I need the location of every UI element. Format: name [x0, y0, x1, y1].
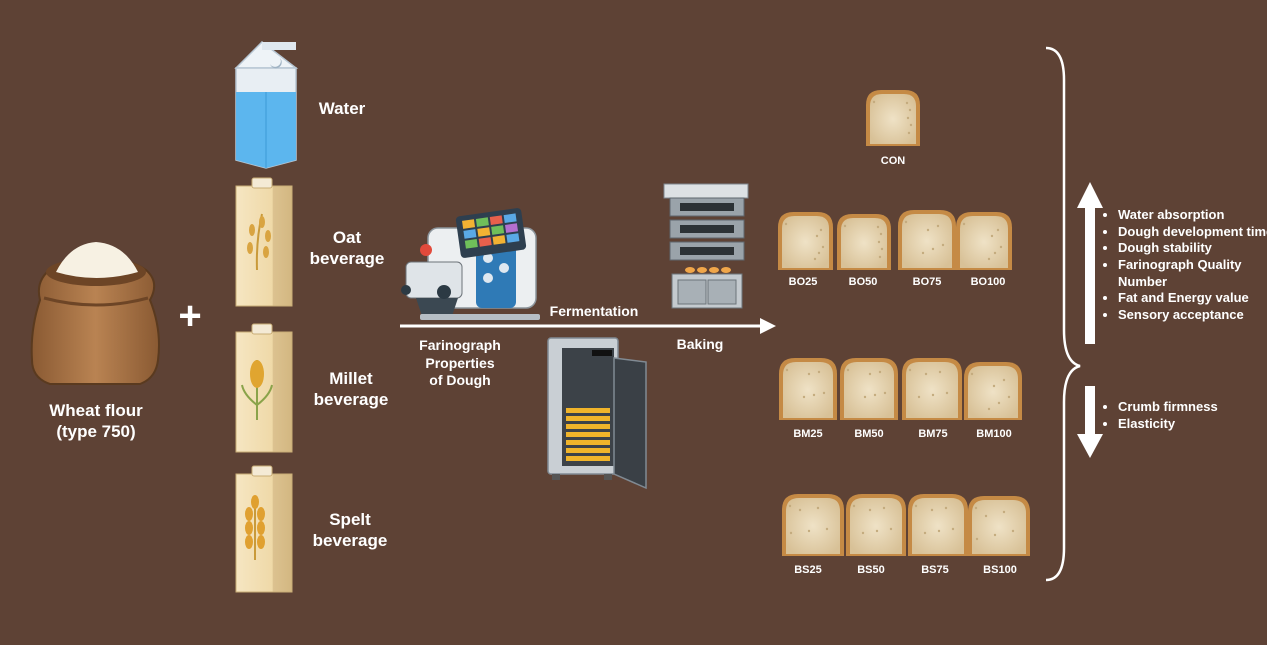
- oat-beverage-label: Oat beverage: [309, 228, 385, 269]
- bread-loaf-icon: [866, 90, 920, 146]
- bread-loaf-icon: [968, 496, 1030, 556]
- sample-label: BS50: [857, 564, 885, 576]
- farinograph-machine-icon: [401, 208, 540, 320]
- water-label: Water: [318, 99, 366, 118]
- sample-label: BM50: [854, 428, 884, 440]
- process-arrow: [400, 318, 776, 334]
- outcome-item: Sensory acceptance: [1118, 307, 1267, 324]
- bread-loaf-icon: [908, 494, 968, 556]
- bread-group-millet: [779, 358, 1022, 420]
- bread-loaf-icon: [840, 358, 898, 420]
- sample-label: BM75: [918, 428, 948, 440]
- baking-label: Baking: [676, 336, 724, 352]
- bread-loaf-icon: [778, 212, 833, 270]
- proofing-cabinet-icon: [547, 337, 647, 490]
- bread-loaf-icon: [964, 362, 1022, 420]
- sample-label: BM100: [976, 428, 1012, 440]
- sample-label: BO25: [788, 276, 818, 288]
- bread-loaf-icon: [898, 210, 956, 270]
- sample-label: BO50: [848, 276, 878, 288]
- bread-loaf-con: [866, 90, 920, 146]
- bread-loaf-icon: [902, 358, 962, 420]
- sample-label: BO100: [970, 276, 1006, 288]
- sample-label: BO75: [912, 276, 942, 288]
- bread-loaf-icon: [956, 212, 1012, 270]
- bread-loaf-icon: [837, 214, 891, 270]
- sample-label: BS75: [921, 564, 949, 576]
- decrease-outcomes-list: Crumb firmness Elasticity: [1100, 399, 1267, 432]
- water-carton-icon: [234, 41, 299, 169]
- outcome-item: Crumb firmness: [1118, 399, 1267, 416]
- fermentation-label: Fermentation: [549, 303, 639, 319]
- spelt-carton-icon: [235, 465, 293, 593]
- outcomes-brace: [1045, 46, 1081, 582]
- bread-loaf-icon: [782, 494, 844, 556]
- increase-arrow: [1077, 182, 1103, 344]
- oat-carton-icon: [235, 177, 293, 307]
- decrease-arrow: [1077, 386, 1103, 458]
- spelt-beverage-label: Spelt beverage: [312, 510, 388, 551]
- outcome-item: Water absorption: [1118, 207, 1267, 224]
- bread-group-spelt: [782, 494, 1030, 556]
- plus-sign: +: [178, 294, 202, 338]
- millet-beverage-label: Millet beverage: [313, 369, 389, 410]
- farinograph-label: Farinograph Properties of Dough: [419, 337, 501, 388]
- sample-label: BM25: [793, 428, 823, 440]
- increase-outcomes-list: Water absorption Dough development time …: [1100, 207, 1267, 323]
- sample-label: BS100: [983, 564, 1017, 576]
- outcome-item: Fat and Energy value: [1118, 290, 1267, 307]
- millet-carton-icon: [235, 323, 293, 453]
- bread-loaf-icon: [846, 494, 906, 556]
- bread-group-oat: [778, 210, 1012, 270]
- wheat-flour-label: Wheat flour (type 750): [49, 401, 143, 442]
- sample-label-con: CON: [880, 155, 906, 167]
- bakery-oven-icon: [663, 183, 749, 309]
- outcome-item: Elasticity: [1118, 416, 1267, 433]
- sample-label: BS25: [794, 564, 822, 576]
- flour-sack-icon: [30, 242, 160, 385]
- outcome-item: Farinograph Quality Number: [1118, 257, 1267, 290]
- outcome-item: Dough stability: [1118, 240, 1267, 257]
- bread-loaf-icon: [779, 358, 837, 420]
- outcome-item: Dough development time: [1118, 224, 1267, 241]
